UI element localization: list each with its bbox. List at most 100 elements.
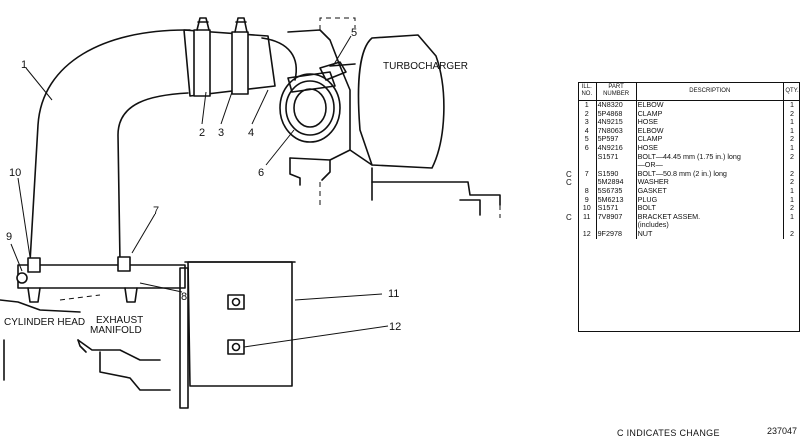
callout-9: 9 (6, 231, 12, 243)
qty-cell: 2 (790, 203, 795, 213)
turbo-inlet-hose (279, 61, 356, 143)
ill-no-cell (578, 178, 597, 187)
turbocharger-label: TURBOCHARGER (383, 61, 468, 72)
change-marker: C (566, 178, 572, 188)
ill-no-cell: 9 (578, 195, 597, 205)
header-description: DESCRIPTION (636, 82, 785, 101)
table-row: (includes) (578, 221, 800, 230)
ill-no-cell: 1 (578, 100, 597, 110)
header-qty: QTY. (783, 82, 800, 101)
cylinder-head-label: CYLINDER HEAD (4, 317, 85, 328)
qty-cell: 2 (790, 228, 795, 238)
part-number-cell: 4N9215 (596, 118, 637, 127)
ill-no-cell (578, 221, 597, 230)
callout-5: 5 (351, 27, 357, 39)
qty-cell: 2 (790, 168, 795, 178)
qty-cell: 1 (790, 211, 795, 221)
description-cell: CLAMP (636, 135, 785, 144)
callout-2: 2 (199, 127, 205, 139)
ill-no-cell: 11 (578, 212, 597, 222)
ill-no-cell (578, 152, 597, 162)
description-cell: GASKET (636, 186, 785, 196)
callout-10: 10 (9, 167, 21, 179)
part-number-cell: 5P597 (596, 135, 637, 144)
description-cell: BOLT—44.45 mm (1.75 in.) long (636, 152, 785, 162)
part-number-cell: 9F2978 (596, 229, 637, 239)
description-cell: CLAMP (636, 109, 785, 119)
header-ill-no: ILL. NO. (578, 82, 597, 101)
description-cell: HOSE (636, 143, 785, 153)
part-number-cell (596, 161, 637, 170)
callout-4: 4 (248, 127, 254, 139)
ill-no-cell: 3 (578, 118, 597, 127)
qty-cell: 1 (790, 185, 795, 195)
part-number-cell: 7N8063 (596, 126, 637, 136)
part-number-cell: S1571 (596, 204, 637, 213)
manifold-flange (16, 256, 296, 303)
change-marker: C (566, 169, 572, 179)
description-cell: PLUG (636, 195, 785, 205)
part-number-cell (596, 221, 637, 230)
callout-12: 12 (389, 321, 401, 333)
exhaust-manifold-label-line1: EXHAUST (96, 315, 143, 326)
figure-number: 237047 (767, 426, 798, 436)
part-number-cell: 7V8907 (596, 212, 637, 222)
ill-no-cell: 6 (578, 143, 597, 153)
qty-cell: 2 (790, 177, 795, 187)
table-row: —OR— (578, 161, 800, 170)
turbocharger-body (287, 29, 445, 169)
description-cell: BOLT (636, 204, 785, 213)
description-cell: HOSE (636, 118, 785, 127)
part-number-cell: 5P4868 (596, 109, 637, 119)
part-number-cell: S1571 (596, 152, 637, 162)
hose-with-clamps (183, 17, 297, 97)
callout-7: 7 (153, 205, 159, 217)
ill-no-cell (578, 161, 597, 170)
description-cell: ELBOW (636, 100, 785, 110)
exhaust-manifold-label-line2: MANIFOLD (90, 325, 142, 336)
description-cell: (includes) (636, 221, 785, 230)
ill-no-cell: 10 (578, 204, 597, 213)
qty-cell: 1 (790, 100, 795, 109)
description-cell: ELBOW (636, 126, 785, 136)
description-cell: BOLT—50.8 mm (2 in.) long (636, 169, 785, 179)
description-cell: —OR— (636, 161, 785, 170)
callout-11: 11 (388, 288, 399, 300)
ill-no-cell: 2 (578, 109, 597, 119)
qty-cell: 2 (790, 151, 795, 161)
part-number-cell: 5M2894 (596, 178, 637, 187)
elbow-pipe (29, 29, 191, 263)
part-number-cell: 4N8320 (596, 100, 637, 110)
description-cell: WASHER (636, 178, 785, 187)
ill-no-cell: 8 (578, 186, 597, 196)
ill-no-cell: 12 (578, 229, 597, 239)
turbo-flange (289, 157, 501, 216)
parts-table-header: ILL. NO. PART NUMBER DESCRIPTION QTY. (578, 82, 800, 101)
header-part-number: PART NUMBER (596, 82, 637, 101)
callout-6: 6 (258, 167, 264, 179)
qty-cell: 2 (790, 108, 795, 118)
callout-3: 3 (218, 127, 224, 139)
part-number-cell: 5S6735 (596, 186, 637, 196)
description-cell: NUT (636, 229, 785, 239)
callout-1: 1 (21, 59, 27, 71)
qty-cell: 2 (790, 134, 795, 144)
change-marker: C (566, 212, 572, 222)
ill-no-cell: 4 (578, 126, 597, 136)
part-number-cell: 4N9216 (596, 143, 637, 153)
change-indicator-note: C INDICATES CHANGE (617, 428, 720, 438)
